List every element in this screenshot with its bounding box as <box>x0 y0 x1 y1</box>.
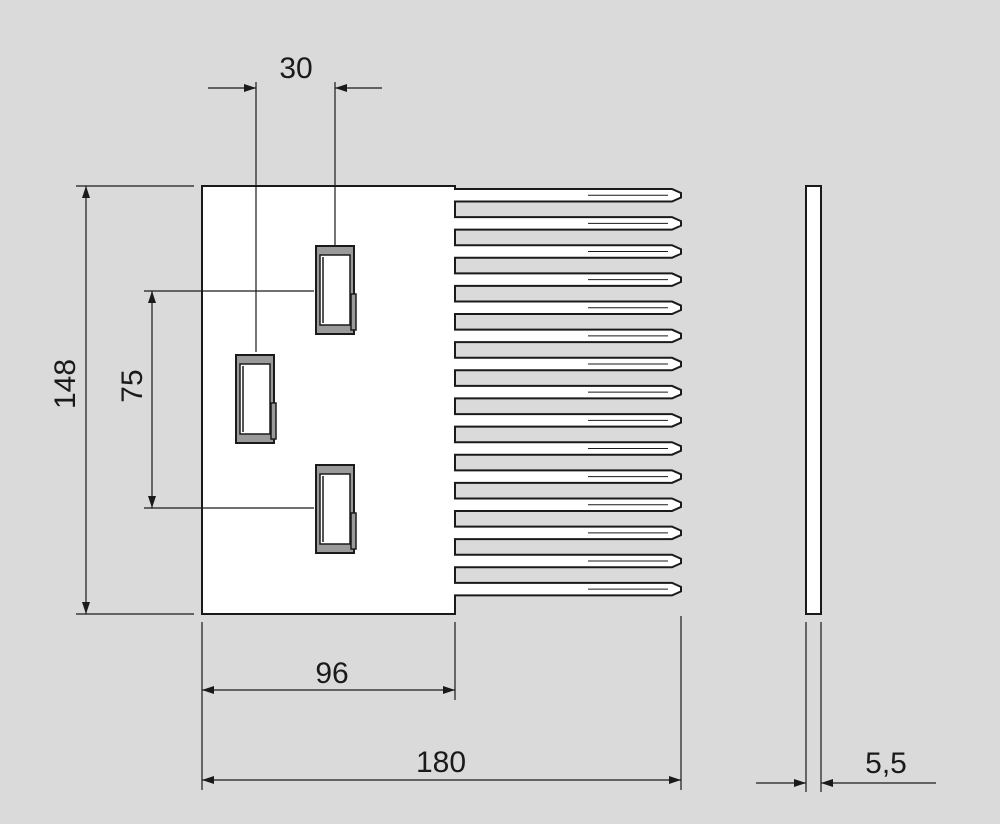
mounting-clip-bottom <box>315 464 357 554</box>
dimension-thickness-label: 5,5 <box>865 747 907 780</box>
dimension-clip-spacing <box>208 82 382 352</box>
side-view-plate <box>805 185 822 615</box>
mounting-clip-middle <box>235 354 277 444</box>
dimension-plate-width-label: 96 <box>315 657 348 690</box>
teeth-midlines <box>588 194 668 590</box>
dimension-height-label: 148 <box>49 359 82 409</box>
dimension-plate-width <box>201 622 456 790</box>
dimension-height <box>76 185 194 615</box>
dimension-total-width-label: 180 <box>416 746 466 779</box>
dimension-total-width <box>202 616 682 790</box>
dimension-thickness <box>756 622 936 792</box>
mounting-clip-top <box>315 245 357 335</box>
dimension-clip-pitch-label: 75 <box>116 369 149 402</box>
dimension-clip-spacing-label: 30 <box>279 52 312 85</box>
dimension-clip-pitch <box>144 290 314 509</box>
